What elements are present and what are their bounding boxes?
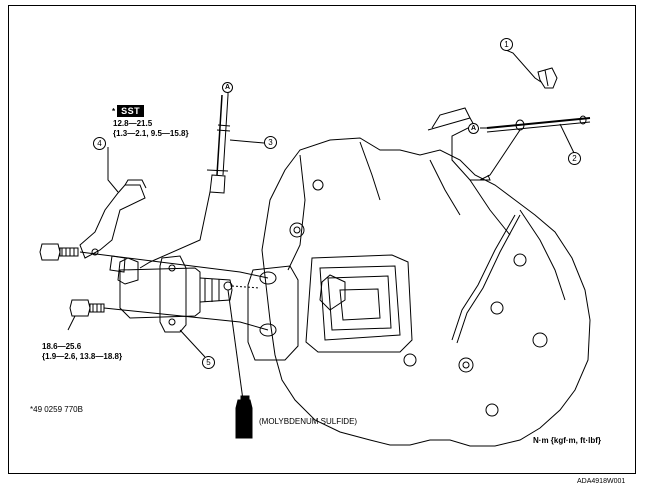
- clutch-pipe: [216, 94, 223, 176]
- callout-5: 5: [202, 356, 215, 369]
- ref-a-top: A: [222, 82, 233, 93]
- clutch-bracket: [79, 184, 146, 259]
- bolt-upper: [39, 243, 61, 261]
- torque-upper-line2: {1.3—2.1, 9.5—15.8}: [113, 129, 189, 138]
- sst-badge: SST: [117, 105, 145, 117]
- callout-4: 4: [93, 137, 106, 150]
- sst-tag: * SST: [112, 105, 145, 117]
- diagram-frame: [8, 5, 636, 474]
- bolt-lower: [69, 299, 91, 317]
- callout-2: 2: [568, 152, 581, 165]
- hose-bracket: [427, 117, 491, 181]
- grease-tube: [235, 399, 253, 439]
- clutch-hose: [486, 117, 591, 129]
- sst-part-number: *49 0259 770B: [30, 405, 83, 414]
- callout-3: 3: [264, 136, 277, 149]
- sst-marker: *: [112, 106, 116, 116]
- units-label: N·m {kgf·m, ft·lbf}: [533, 436, 601, 445]
- transmission-housing: [261, 137, 591, 447]
- torque-upper-line1: 12.8—21.5: [113, 119, 153, 128]
- ref-a-mid: A: [468, 123, 479, 134]
- boot: [305, 254, 413, 353]
- torque-lower-line2: {1.9—2.6, 13.8—18.8}: [42, 352, 123, 361]
- grease-label: (MOLYBDENUM SULFIDE): [259, 417, 358, 426]
- torque-lower-line1: 18.6—25.6: [42, 342, 82, 351]
- clip: [537, 67, 558, 89]
- callout-1: 1: [500, 38, 513, 51]
- figure-code: ADA4918W001: [577, 478, 626, 485]
